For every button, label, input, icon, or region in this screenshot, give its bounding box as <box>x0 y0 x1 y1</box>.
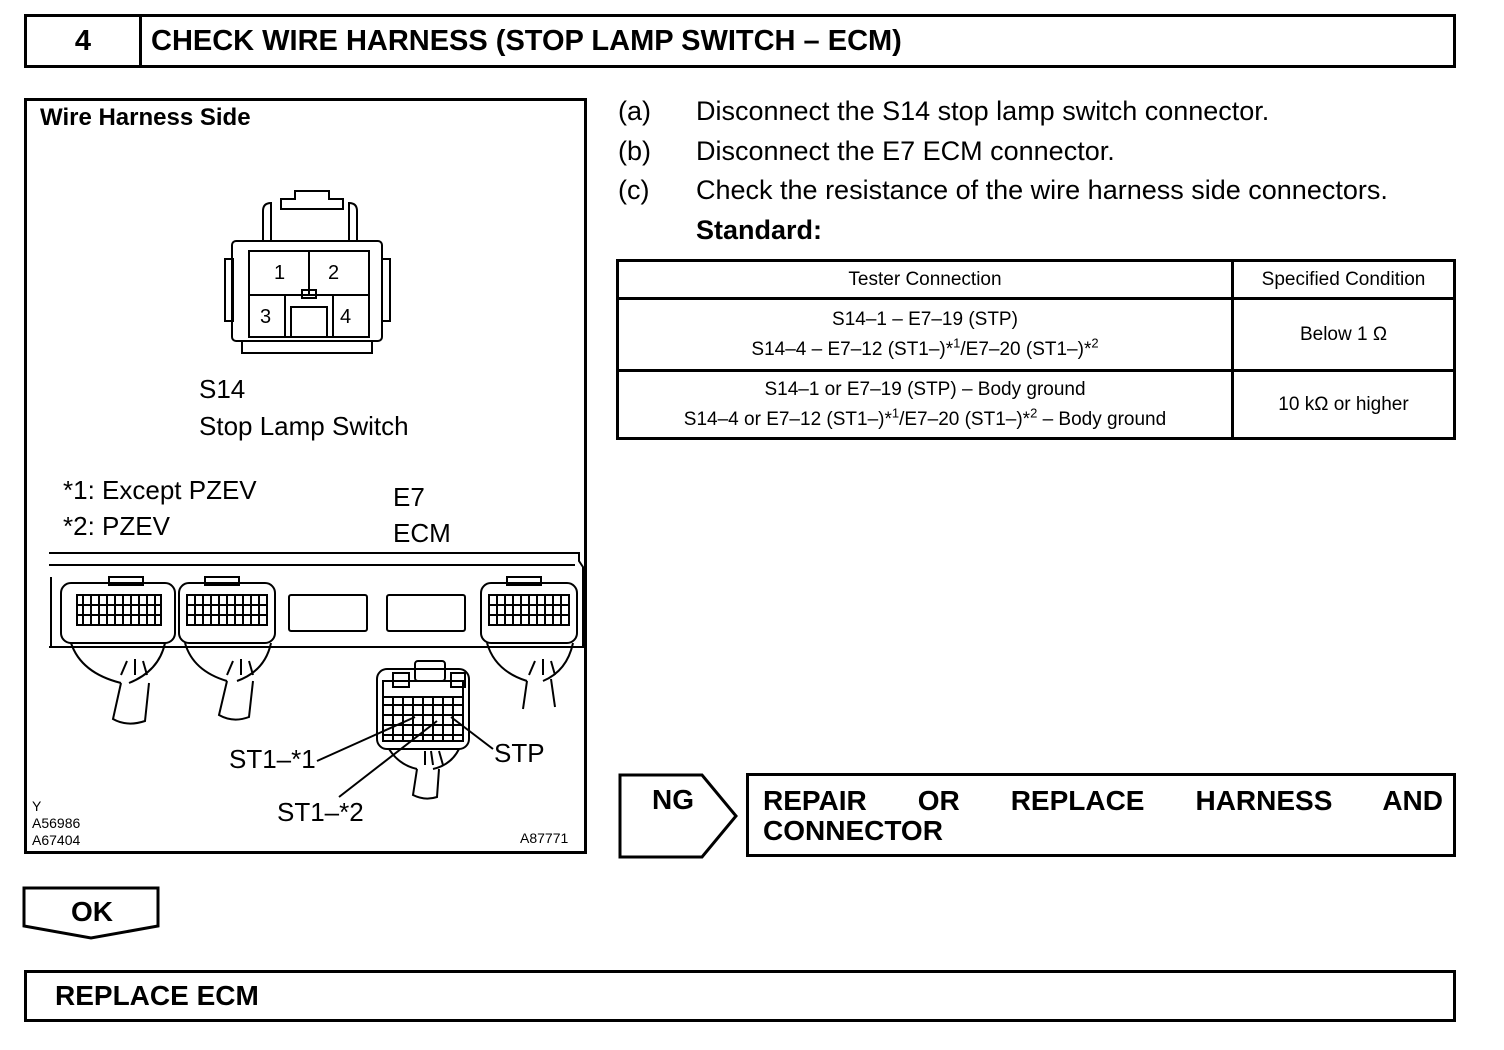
step-b: (b) Disconnect the E7 ECM connector. <box>618 136 1115 167</box>
specification-table: Tester Connection Specified Condition S1… <box>616 259 1456 440</box>
connector-diagram <box>49 190 584 800</box>
s14-pin-1: 1 <box>274 262 286 284</box>
connection-line-1: S14–1 or E7–19 (STP) – Body ground <box>764 378 1086 400</box>
final-action-box: REPLACE ECM <box>24 970 1456 1022</box>
step-c-text: Check the resistance of the wire harness… <box>696 175 1388 205</box>
e7-name: ECM <box>393 518 451 548</box>
ecm-body <box>49 552 584 648</box>
ecm-connector-left-1 <box>60 576 176 725</box>
stp-leader-line <box>450 716 494 750</box>
label-stp: STP <box>494 738 545 768</box>
step-c: (c) Check the resistance of the wire harn… <box>618 175 1388 206</box>
st1-2-leader-line <box>338 720 438 798</box>
step-a: (a) Disconnect the S14 stop lamp switch c… <box>618 96 1269 127</box>
s14-connector <box>224 190 391 354</box>
table-header-row: Tester Connection Specified Condition <box>616 259 1456 300</box>
step-title: CHECK WIRE HARNESS (STOP LAMP SWITCH – E… <box>151 24 902 57</box>
step-c-label: (c) <box>618 175 650 205</box>
ref-a87771: A87771 <box>520 830 569 846</box>
note-except-pzev: *1: Except PZEV <box>63 475 257 505</box>
s14-pin-4: 4 <box>340 306 352 328</box>
ref-a56986: A56986 <box>32 815 81 831</box>
tester-connection-cell: S14–1 – E7–19 (STP) S14–4 – E7–12 (ST1–)… <box>616 297 1234 372</box>
st1-1-leader-line <box>316 716 416 762</box>
standard-label: Standard: <box>696 215 823 245</box>
connection-line-2: S14–4 or E7–12 (ST1–)*1/E7–20 (ST1–)*2 –… <box>683 405 1167 430</box>
connection-line-1: S14–1 – E7–19 (STP) <box>832 308 1018 330</box>
step-b-text: Disconnect the E7 ECM connector. <box>696 136 1115 166</box>
connection-line-2: S14–4 – E7–12 (ST1–)*1/E7–20 (ST1–)*2 <box>751 335 1099 360</box>
s14-pin-3: 3 <box>260 306 272 328</box>
table-row: S14–1 – E7–19 (STP) S14–4 – E7–12 (ST1–)… <box>616 297 1456 372</box>
label-st1-except-pzev: ST1–*1 <box>229 744 316 774</box>
step-a-label: (a) <box>618 96 651 126</box>
e7-code: E7 <box>393 482 425 512</box>
s14-pin-2: 2 <box>328 262 340 284</box>
step-a-text: Disconnect the S14 stop lamp switch conn… <box>696 96 1270 126</box>
label-st1-pzev: ST1–*2 <box>277 797 364 827</box>
header-specified-condition: Specified Condition <box>1231 259 1456 300</box>
ok-arrow-shape <box>22 886 160 940</box>
s14-code: S14 <box>199 374 246 404</box>
step-b-label: (b) <box>618 136 651 166</box>
final-action-text: REPLACE ECM <box>55 980 259 1011</box>
tester-connection-cell: S14–1 or E7–19 (STP) – Body ground S14–4… <box>616 369 1234 440</box>
ref-y: Y <box>32 798 42 814</box>
ng-arrow-shape <box>618 773 738 859</box>
e7-connector <box>376 660 470 800</box>
note-pzev: *2: PZEV <box>63 511 170 541</box>
ok-label: OK <box>71 896 113 927</box>
wire-harness-figure: Wire Harness Side 1 2 3 4 S14 Stop Lamp … <box>24 98 587 854</box>
figure-title: Wire Harness Side <box>40 104 251 131</box>
step-header: 4 CHECK WIRE HARNESS (STOP LAMP SWITCH –… <box>24 14 1456 68</box>
header-tester-connection: Tester Connection <box>616 259 1234 300</box>
ng-label: NG <box>652 784 694 815</box>
ecm-connector-left-2 <box>178 576 276 721</box>
table-row: S14–1 or E7–19 (STP) – Body ground S14–4… <box>616 369 1456 440</box>
specified-condition-cell: 10 kΩ or higher <box>1231 369 1456 440</box>
specified-condition-cell: Below 1 Ω <box>1231 297 1456 372</box>
s14-name: Stop Lamp Switch <box>199 411 409 441</box>
ref-a67404: A67404 <box>32 832 81 848</box>
ecm-connector-right <box>480 576 578 710</box>
ng-action-box: REPAIR OR REPLACE HARNESS AND CONNECTOR <box>746 773 1456 857</box>
step-number: 4 <box>27 17 142 65</box>
ng-action-text: REPAIR OR REPLACE HARNESS AND CONNECTOR <box>763 785 1443 846</box>
